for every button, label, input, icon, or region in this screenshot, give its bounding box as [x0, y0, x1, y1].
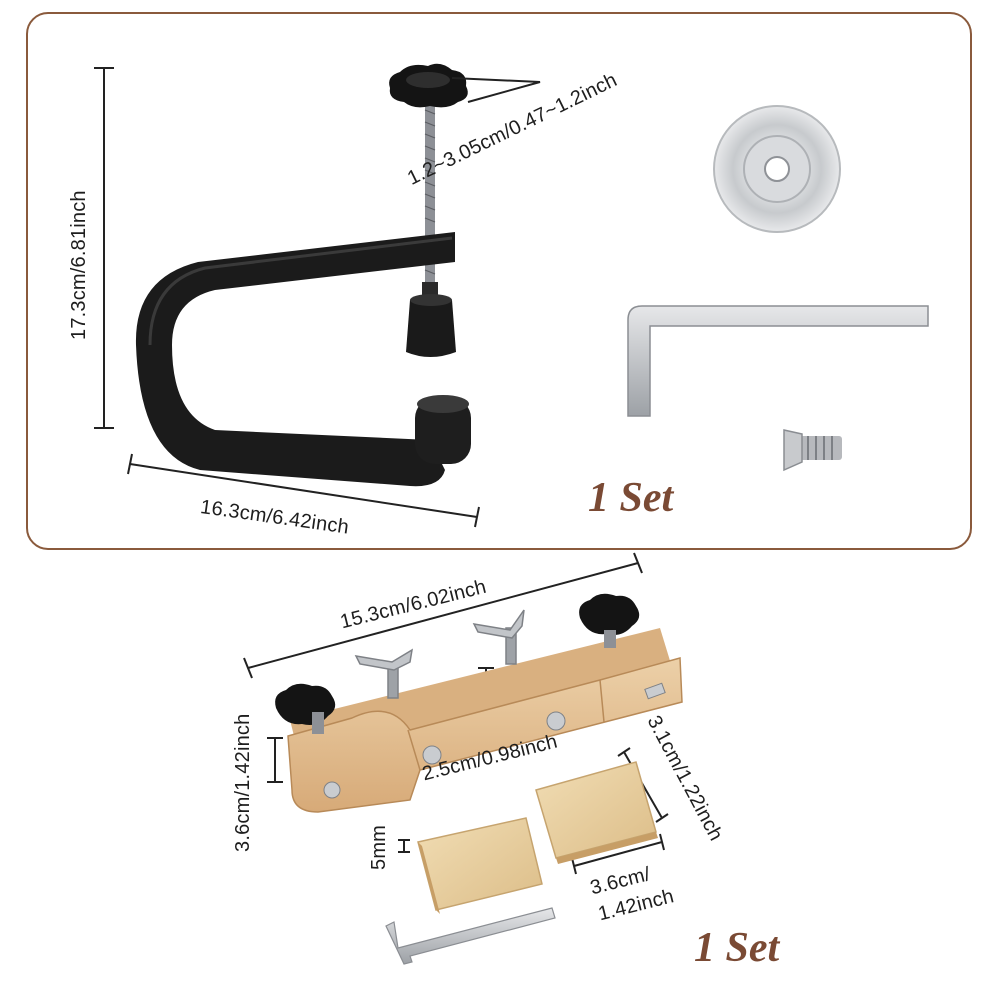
clamp-height-label: 17.3cm/6.81inch [68, 190, 90, 340]
wood-vise-icon [275, 593, 683, 813]
dimension-lines-top [94, 67, 541, 528]
vise-height-label: 3.6cm/1.42inch [232, 713, 254, 852]
screw-icon [783, 429, 842, 472]
wing-nut-icon [354, 609, 525, 699]
clamp-screw [425, 95, 435, 310]
star-knob-icon [275, 593, 640, 734]
washer-icon [713, 105, 841, 233]
fixed-pad [415, 398, 471, 464]
hex-key-icon [627, 305, 929, 417]
swivel-pad [406, 300, 456, 357]
wood-pad-icon [417, 761, 658, 914]
c-clamp-icon [135, 63, 471, 487]
set-label-bottom: 1 Set [694, 925, 780, 971]
vise-front-bar [287, 657, 683, 813]
set-label-top: 1 Set [588, 475, 674, 521]
clamp-frame [135, 232, 455, 487]
hex-key-icon [385, 907, 556, 965]
pad-thickness-label: 5mm [368, 824, 390, 870]
